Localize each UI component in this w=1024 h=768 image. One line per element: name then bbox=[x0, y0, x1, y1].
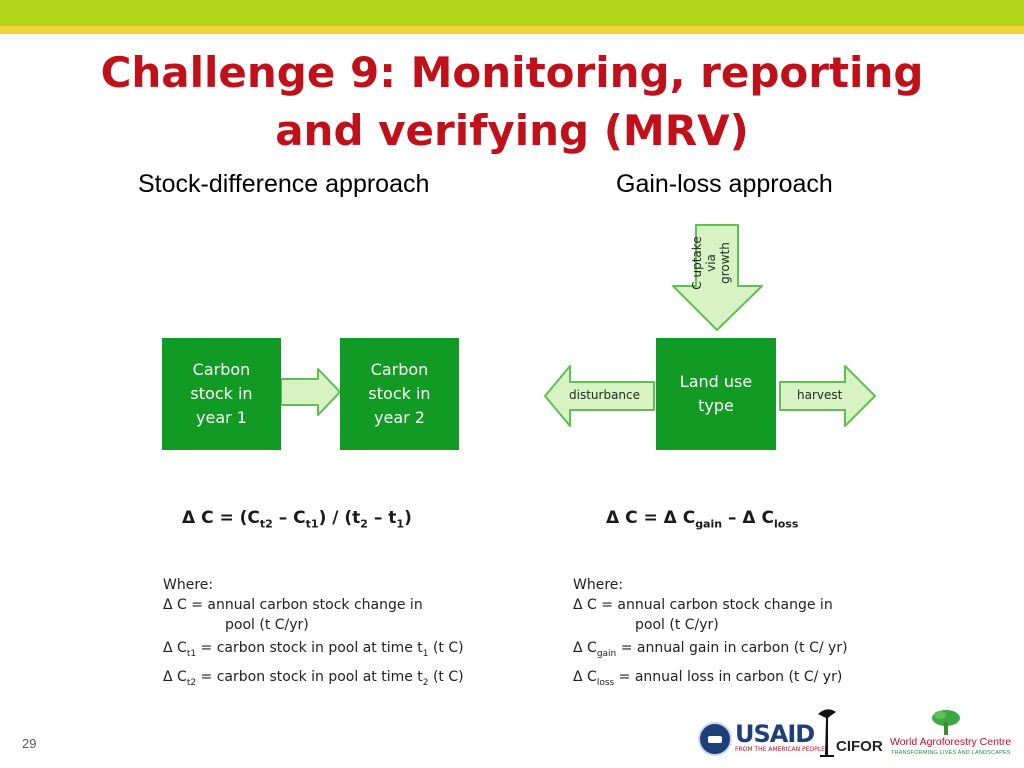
legend-line: Δ C = annual carbon stock change in bbox=[573, 597, 833, 613]
world-agroforestry-tagline: TRANSFORMING LIVES AND LANDSCAPES bbox=[891, 750, 1011, 756]
legend-line: Δ C = annual carbon stock change in bbox=[163, 597, 423, 613]
land-use-label: Land use type bbox=[679, 372, 753, 415]
harvest-arrow bbox=[779, 365, 876, 427]
top-yellow-bar bbox=[0, 26, 1024, 34]
world-agroforestry-tree-icon bbox=[932, 710, 960, 735]
harvest-label: harvest bbox=[797, 388, 843, 402]
usaid-tagline: FROM THE AMERICAN PEOPLE bbox=[735, 746, 825, 753]
disturbance-label: disturbance bbox=[569, 388, 641, 402]
where-label: Where: bbox=[163, 577, 214, 593]
carbon-stock-year-1-box: Carbon stock in year 1 bbox=[162, 338, 281, 450]
gain-loss-heading: Gain-loss approach bbox=[616, 170, 833, 198]
title-line-1: Challenge 9: Monitoring, reporting bbox=[100, 48, 924, 97]
box-2-label: Carbon stock in year 2 bbox=[368, 360, 431, 427]
top-green-bar bbox=[0, 0, 1024, 26]
title-line-2: and verifying (MRV) bbox=[275, 106, 749, 155]
legend-line: Δ Ct2 = carbon stock in pool at time t2 … bbox=[163, 668, 464, 688]
disturbance-arrow bbox=[544, 365, 655, 427]
where-label: Where: bbox=[573, 577, 624, 593]
legend-line: pool (t C/yr) bbox=[225, 617, 309, 633]
legend-line: Δ Cgain = annual gain in carbon (t C/ yr… bbox=[573, 640, 848, 659]
carbon-stock-year-2-box: Carbon stock in year 2 bbox=[340, 338, 459, 450]
box-1-label: Carbon stock in year 1 bbox=[190, 360, 253, 427]
legend-line: Δ Closs = annual loss in carbon (t C/ yr… bbox=[573, 668, 843, 688]
world-agroforestry-logo: World Agroforestry Centre bbox=[890, 736, 1012, 748]
legend-line: Δ Ct1 = carbon stock in pool at time t1 … bbox=[163, 640, 464, 659]
stock-arrow bbox=[280, 368, 341, 416]
gain-loss-equation: Δ C = Δ Cgain – Δ Closs bbox=[606, 508, 799, 531]
land-use-type-box: Land use type bbox=[656, 338, 776, 450]
stock-difference-equation: Δ C = (Ct2 – Ct1) / (t2 – t1) bbox=[182, 508, 412, 531]
legend-line: pool (t C/yr) bbox=[635, 617, 719, 633]
page-number: 29 bbox=[22, 736, 37, 751]
uptake-label: C uptake via growth bbox=[690, 236, 732, 290]
cifor-logo: CIFOR bbox=[836, 738, 883, 755]
stock-difference-legend: Where: Δ C = annual carbon stock change … bbox=[163, 575, 464, 693]
stock-difference-heading: Stock-difference approach bbox=[138, 170, 430, 198]
cifor-tree-icon bbox=[818, 709, 836, 757]
usaid-seal-icon bbox=[698, 722, 732, 756]
uptake-arrow bbox=[672, 224, 763, 331]
slide-title: Challenge 9: Monitoring, reporting and v… bbox=[40, 44, 984, 160]
uptake-label-wrap: C uptake via growth bbox=[671, 228, 751, 298]
gain-loss-legend: Where: Δ C = annual carbon stock change … bbox=[573, 575, 848, 693]
usaid-logo: USAID bbox=[735, 720, 815, 748]
